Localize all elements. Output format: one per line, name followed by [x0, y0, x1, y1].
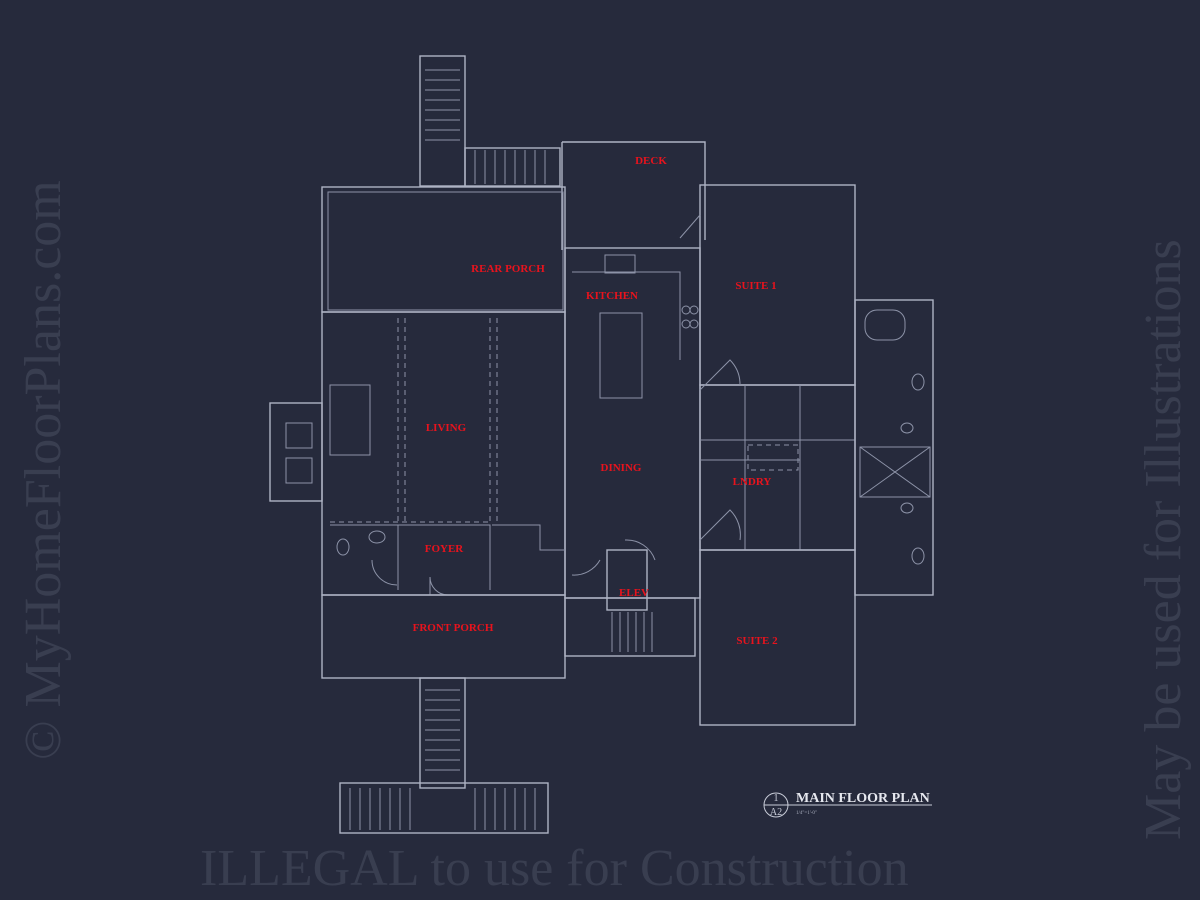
room-living: LIVING	[426, 422, 467, 434]
room-rear-porch: REAR PORCH	[471, 263, 545, 275]
room-suite-1: SUITE 1	[735, 280, 776, 292]
room-elevator: ELEV	[619, 587, 649, 599]
detail-number: 1	[774, 793, 779, 804]
watermark-line-3: May be used for Illustrations	[1135, 239, 1192, 840]
room-laundry: LNDRY	[733, 476, 772, 488]
room-labels: DECK REAR PORCH KITCHEN SUITE 1 LIVING D…	[413, 155, 779, 647]
room-suite-2: SUITE 2	[736, 635, 778, 647]
plan-scale: 1/4"=1'-0"	[796, 811, 817, 816]
sheet-number: A2	[770, 807, 782, 818]
watermark-line-2: ILLEGAL to use for Construction	[200, 840, 909, 897]
room-front-porch: FRONT PORCH	[413, 622, 494, 634]
watermark-line-1: © MyHomeFloorPlans.com	[15, 180, 72, 760]
room-kitchen: KITCHEN	[586, 290, 638, 302]
room-foyer: FOYER	[425, 543, 465, 555]
plan-title: MAIN FLOOR PLAN	[796, 791, 930, 806]
room-deck: DECK	[635, 155, 667, 167]
walls	[269, 55, 934, 834]
room-dining: DINING	[601, 462, 642, 474]
watermark: © MyHomeFloorPlans.com ILLEGAL to use fo…	[15, 180, 1192, 897]
title-block: 1 A2 MAIN FLOOR PLAN 1/4"=1'-0"	[763, 791, 932, 818]
